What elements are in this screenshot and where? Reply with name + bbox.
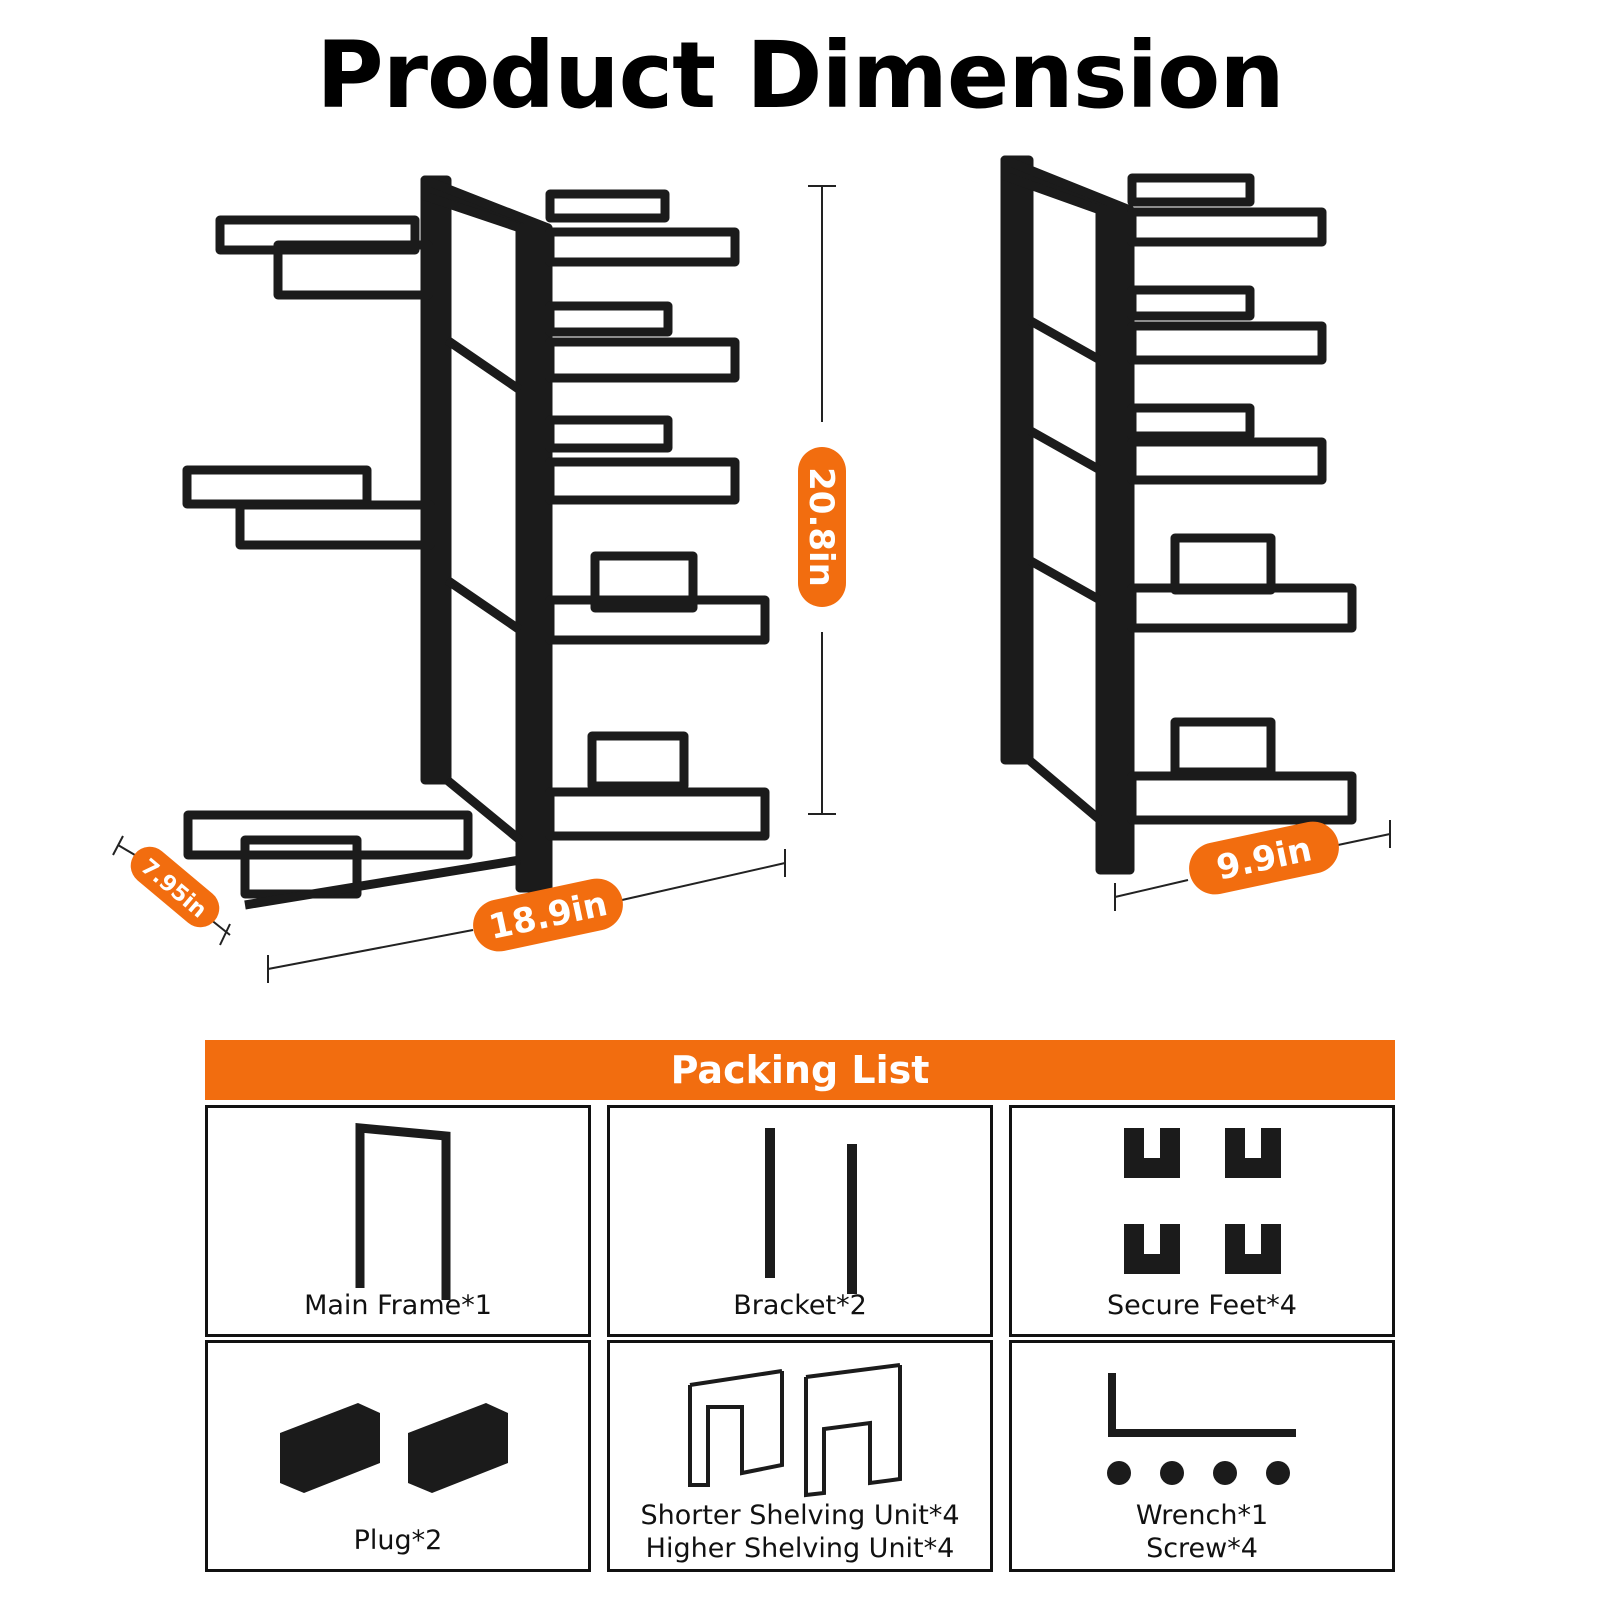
wrench-label: Wrench*1 bbox=[1135, 1500, 1269, 1531]
width-dimension-badge: 18.9in bbox=[473, 878, 623, 952]
packing-item-label: Main Frame*1 bbox=[304, 1290, 492, 1321]
page-title: Product Dimension bbox=[316, 22, 1285, 129]
packing-item-plug: Plug*2 bbox=[205, 1340, 591, 1572]
packing-item-main-frame: Main Frame*1 bbox=[205, 1105, 591, 1337]
packing-item-secure-feet: Secure Feet*4 bbox=[1009, 1105, 1395, 1337]
plug-icon bbox=[280, 1403, 508, 1493]
wrench-screw-icon bbox=[1107, 1373, 1296, 1485]
secure-feet-icon bbox=[1124, 1128, 1281, 1274]
front-rack-image bbox=[182, 175, 770, 910]
packing-item-wrench-screw: Wrench*1 Screw*4 bbox=[1009, 1340, 1395, 1572]
screw-label: Screw*4 bbox=[1146, 1533, 1258, 1564]
side-width-dimension-badge: 9.9in bbox=[1189, 821, 1339, 895]
packing-list: Packing List Main Frame*1 Bracket*2 Secu… bbox=[205, 1040, 1395, 1572]
main-frame-icon bbox=[355, 1123, 451, 1300]
packing-item-bracket: Bracket*2 bbox=[607, 1105, 993, 1337]
packing-list-title: Packing List bbox=[205, 1040, 1395, 1100]
shorter-shelving-label: Shorter Shelving Unit*4 bbox=[640, 1500, 960, 1531]
packing-item-label: Secure Feet*4 bbox=[1107, 1290, 1297, 1321]
product-illustration: 20.8in 7.95in 18.9in 9.9in bbox=[112, 155, 1391, 983]
packing-item-shelving-units: Shorter Shelving Unit*4 Higher Shelving … bbox=[607, 1340, 993, 1572]
height-dimension-label: 20.8in bbox=[801, 467, 841, 587]
side-rack-image bbox=[1000, 155, 1357, 875]
shelving-unit-icon bbox=[688, 1363, 902, 1498]
height-dimension-badge: 20.8in bbox=[798, 447, 846, 607]
packing-item-label: Bracket*2 bbox=[733, 1290, 867, 1321]
bracket-icon bbox=[765, 1128, 857, 1294]
higher-shelving-label: Higher Shelving Unit*4 bbox=[645, 1533, 955, 1564]
packing-item-label: Shorter Shelving Unit*4 Higher Shelving … bbox=[610, 1499, 990, 1565]
packing-item-label: Plug*2 bbox=[353, 1525, 443, 1556]
packing-item-label: Wrench*1 Screw*4 bbox=[1012, 1499, 1392, 1565]
